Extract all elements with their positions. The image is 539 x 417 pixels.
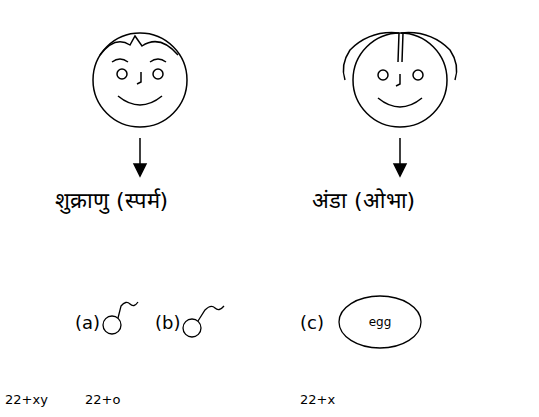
short-hair [100, 36, 178, 55]
eye [378, 70, 388, 80]
nose [396, 74, 400, 86]
arrowhead [394, 164, 406, 176]
chromosome-formula: 22+x [300, 392, 335, 408]
sperm-tail [118, 302, 138, 318]
eye [153, 69, 163, 79]
face-outline [93, 33, 187, 127]
cell-name: शुक्राणु (स्पर्म) [55, 188, 168, 214]
sperm-cells [103, 302, 224, 337]
egg-ellipse [339, 296, 421, 348]
male-face [93, 33, 187, 127]
chromosome-formula: 22+o [85, 392, 120, 408]
arrowhead [134, 164, 146, 176]
eye [117, 69, 127, 79]
smile [118, 96, 162, 105]
hair-right [401, 33, 457, 80]
face-outline [353, 33, 447, 127]
sperm-head [183, 319, 201, 337]
cell-name: अंडा (ओभा) [312, 188, 415, 214]
eyebrows [112, 59, 166, 62]
egg-cell: egg [338, 295, 422, 349]
hair-left [343, 33, 399, 80]
female-face [343, 33, 456, 127]
option-letter: (c) [300, 312, 324, 334]
eye [413, 70, 423, 80]
sperm-head [103, 316, 121, 334]
chromosome-formula: 22+xy [5, 392, 48, 408]
smile [378, 98, 422, 107]
arrows [134, 138, 406, 176]
egg-label: egg [369, 315, 392, 329]
nose [137, 72, 141, 84]
option-letter: (a) [75, 312, 100, 334]
sperm-tail [198, 306, 224, 321]
hair-parting [398, 33, 403, 62]
option-letter: (b) [155, 312, 180, 334]
